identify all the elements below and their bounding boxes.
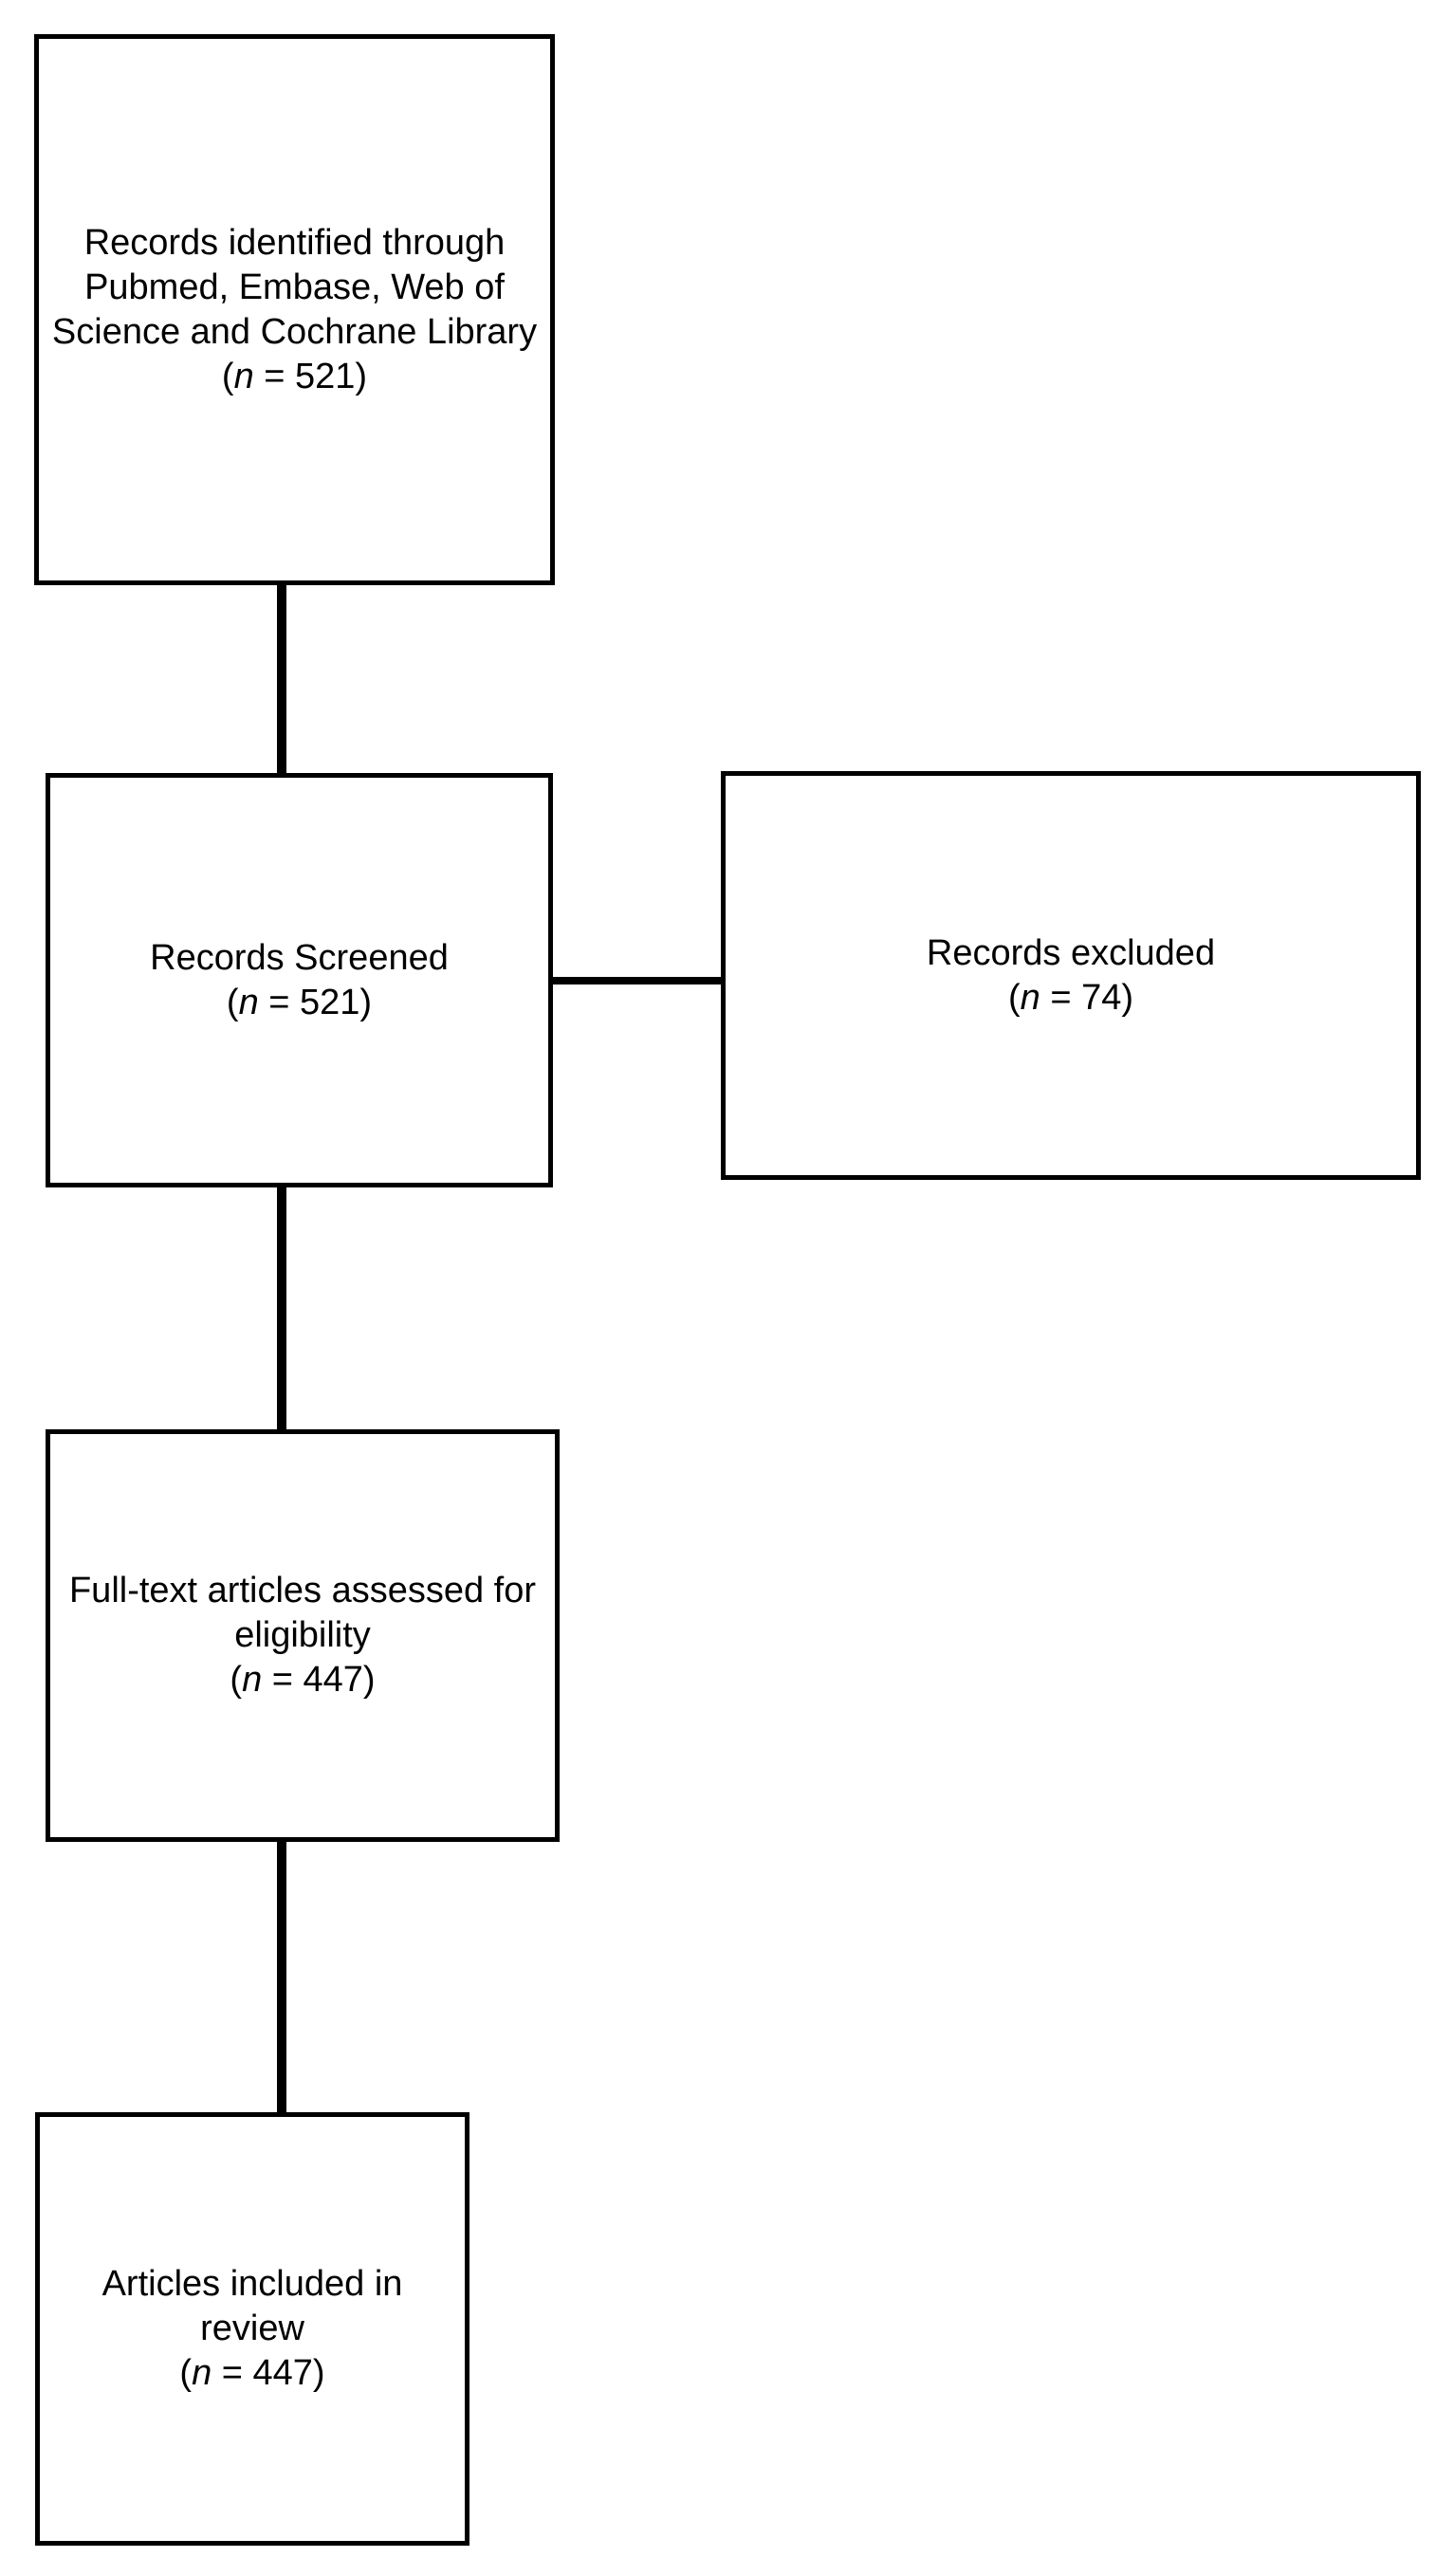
records-excluded-label: Records excluded — [926, 932, 1216, 973]
count-value: 447 — [252, 2353, 313, 2393]
connector-fulltext-to-included — [277, 1842, 286, 2114]
articles-included-content: Articles included in review (n = 447) — [40, 2262, 465, 2396]
n-symbol: n — [192, 2353, 212, 2393]
equals-sign: = — [212, 2353, 253, 2393]
records-identified-content: Records identified through Pubmed, Embas… — [39, 221, 550, 399]
equals-sign: = — [1040, 977, 1082, 1018]
paren-open: ( — [179, 2353, 193, 2393]
count-value: 447 — [303, 1660, 363, 1700]
paren-open: ( — [226, 982, 239, 1022]
full-text-assessed-count: (n = 447) — [50, 1658, 555, 1702]
n-symbol: n — [233, 356, 254, 396]
articles-included-box: Articles included in review (n = 447) — [35, 2112, 469, 2546]
paren-close: ) — [362, 1660, 376, 1700]
paren-close: ) — [355, 356, 368, 396]
articles-included-count: (n = 447) — [40, 2351, 465, 2396]
full-text-assessed-label: Full-text articles assessed for eligibil… — [68, 1571, 537, 1655]
count-value: 521 — [295, 356, 356, 396]
articles-included-label: Articles included in review — [101, 2264, 403, 2348]
records-screened-label: Records Screened — [150, 937, 449, 978]
n-symbol: n — [1020, 977, 1040, 1018]
records-identified-count: (n = 521) — [39, 355, 550, 399]
records-screened-box: Records Screened (n = 521) — [46, 773, 553, 1187]
records-identified-label: Records identified through Pubmed, Embas… — [51, 222, 538, 352]
paren-open: ( — [1007, 977, 1021, 1018]
records-identified-box: Records identified through Pubmed, Embas… — [34, 34, 555, 585]
paren-close: ) — [312, 2353, 325, 2393]
records-screened-content: Records Screened (n = 521) — [142, 936, 456, 1025]
records-excluded-count: (n = 74) — [919, 976, 1223, 1021]
equals-sign: = — [258, 982, 301, 1022]
paren-close: ) — [359, 982, 373, 1022]
count-value: 74 — [1081, 977, 1122, 1018]
equals-sign: = — [262, 1660, 304, 1700]
records-excluded-box: Records excluded (n = 74) — [721, 771, 1421, 1180]
equals-sign: = — [253, 356, 296, 396]
n-symbol: n — [238, 982, 259, 1022]
connector-screened-to-excluded — [553, 977, 724, 984]
records-excluded-content: Records excluded (n = 74) — [919, 931, 1223, 1021]
n-symbol: n — [242, 1660, 263, 1700]
count-value: 521 — [300, 982, 360, 1022]
paren-open: ( — [230, 1660, 243, 1700]
full-text-assessed-box: Full-text articles assessed for eligibil… — [46, 1429, 560, 1842]
full-text-assessed-content: Full-text articles assessed for eligibil… — [50, 1569, 555, 1702]
paren-open: ( — [221, 356, 234, 396]
connector-screened-to-fulltext — [277, 1187, 286, 1431]
connector-identified-to-screened — [277, 585, 286, 775]
paren-close: ) — [1121, 977, 1134, 1018]
records-screened-count: (n = 521) — [142, 981, 456, 1025]
